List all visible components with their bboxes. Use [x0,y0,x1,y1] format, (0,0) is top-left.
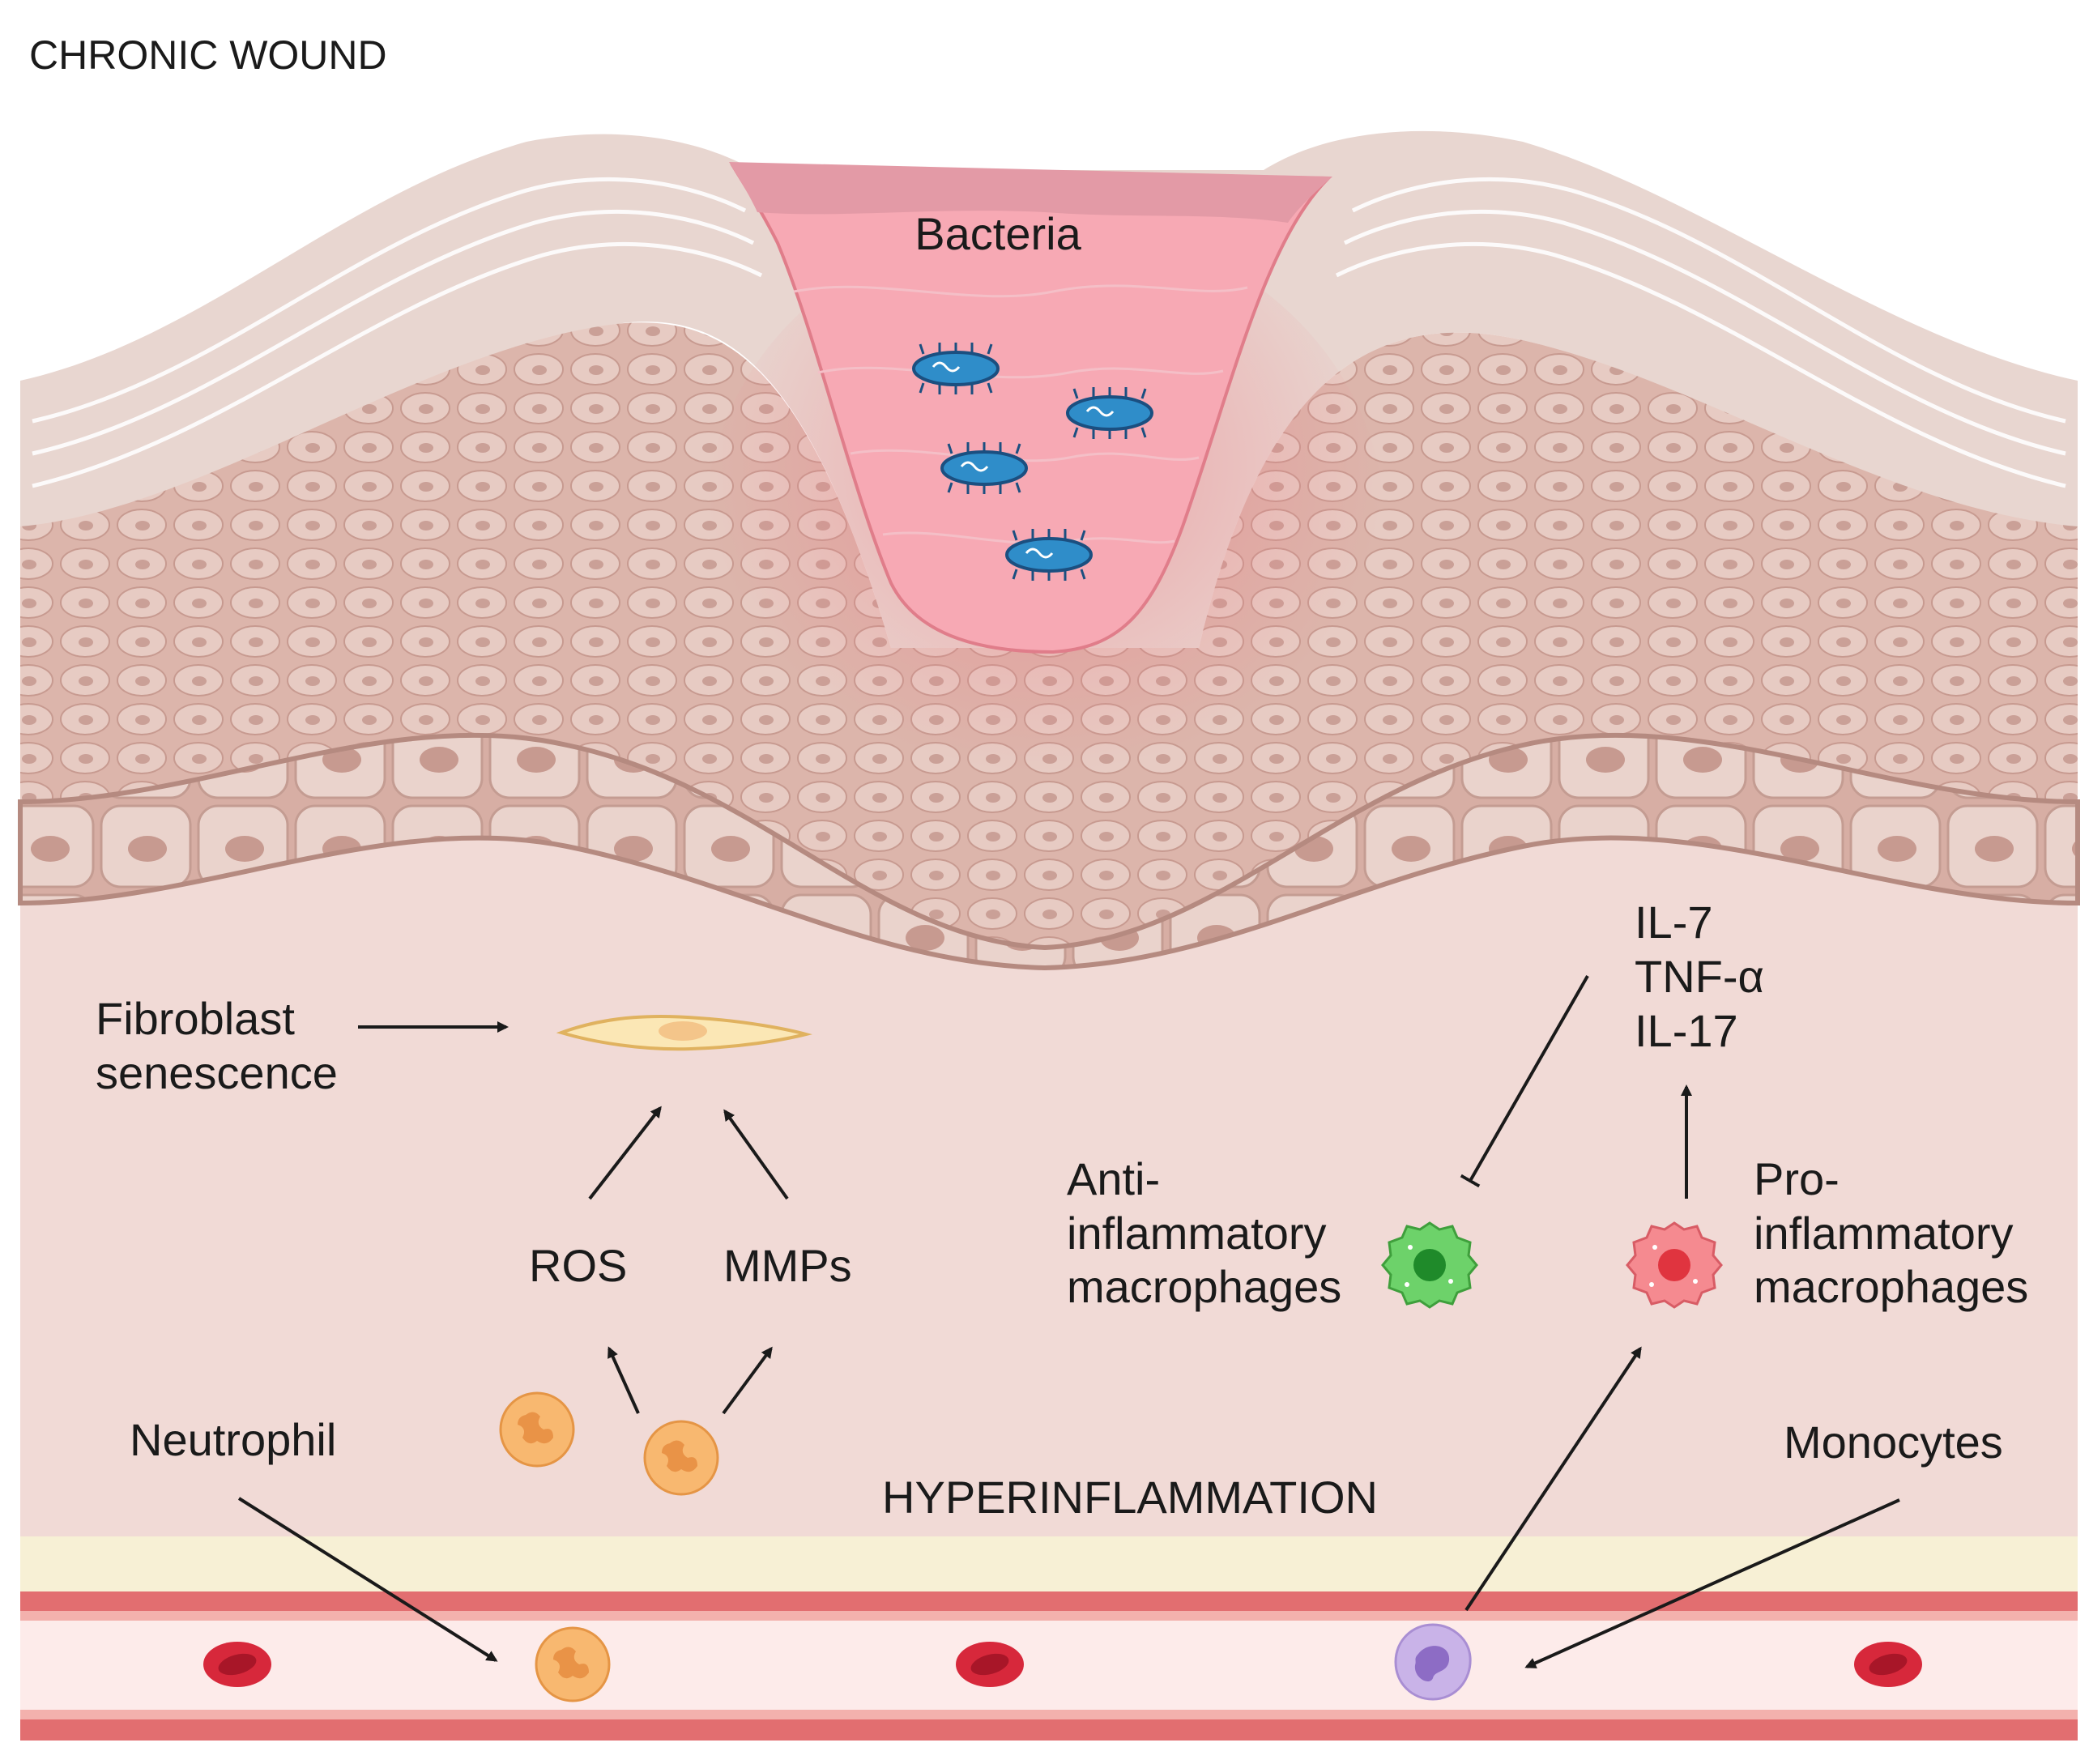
cytokine-il7: IL-7 [1635,897,1713,948]
bacteria-icon [1005,529,1093,581]
vessel-lumen [20,1621,2078,1710]
pro-label-line1: Pro- [1754,1153,1840,1204]
neutrophil-icon [499,1391,575,1468]
fibroblast-icon [556,1014,812,1051]
fibroblast-label-line2: senescence [96,1047,338,1098]
epidermis [20,322,2078,956]
mmps-label: MMPs [723,1240,852,1291]
cytokines-inhibit-anti-macrophage [1460,975,1589,1188]
pro-inflammatory-macrophage-icon [1626,1221,1723,1309]
bacteria-group [912,343,1153,581]
pro-label-line2: inflammatory [1754,1208,2014,1259]
anti-label-line2: inflammatory [1067,1208,1327,1259]
monocyte-label-arrow [1524,1498,1900,1668]
vessel-wall-bottom-inner [20,1710,2078,1719]
vessel-fat-layer [20,1536,2078,1600]
anti-label-line1: Anti- [1067,1153,1160,1204]
monocytes-label: Monocytes [1784,1417,2003,1468]
bacteria-label: Bacteria [914,208,1081,259]
neutrophil-icon [643,1420,719,1496]
red-blood-cell-icon [1854,1642,1922,1687]
vessel-wall-top [20,1591,2078,1611]
wound-crust [729,162,1332,223]
bacteria-icon [912,343,1000,394]
cytokine-tnf: TNF-α [1635,951,1764,1002]
anti-label-line3: macrophages [1067,1261,1341,1312]
bacteria-icon [1066,387,1153,439]
neutrophil-label: Neutrophil [130,1414,336,1465]
hyperinflammation-label: HYPERINFLAMMATION [882,1472,1378,1523]
diagram-title: CHRONIC WOUND [29,32,387,78]
bacteria-icon [940,442,1028,494]
neutrophil-to-mmps-arrow [722,1346,773,1415]
vessel-wall-top-inner [20,1611,2078,1621]
pro-label-line3: macrophages [1754,1261,2028,1312]
stratum-lines [32,177,2066,488]
ros-to-fibroblast-arrow [588,1106,662,1200]
arrows [237,975,1900,1668]
neutrophil-icon [535,1626,611,1702]
neutrophil-to-ros-arrow [608,1346,640,1414]
cytokine-il17: IL-17 [1635,1005,1738,1056]
red-blood-cell-icon [956,1642,1024,1687]
basal-layer [18,732,2080,971]
anti-inflammatory-macrophage-icon [1381,1221,1478,1309]
red-blood-cell-icon [203,1642,271,1687]
monocyte-to-pro-macrophage-arrow [1464,1346,1642,1612]
fibroblast-label-line1: Fibroblast [96,993,295,1044]
mmps-to-fibroblast-arrow [723,1109,789,1200]
ros-label: ROS [529,1240,627,1291]
vessel-wall-bottom [20,1719,2078,1741]
monocyte-icon [1394,1623,1472,1701]
neutrophil-label-arrow [237,1497,498,1662]
